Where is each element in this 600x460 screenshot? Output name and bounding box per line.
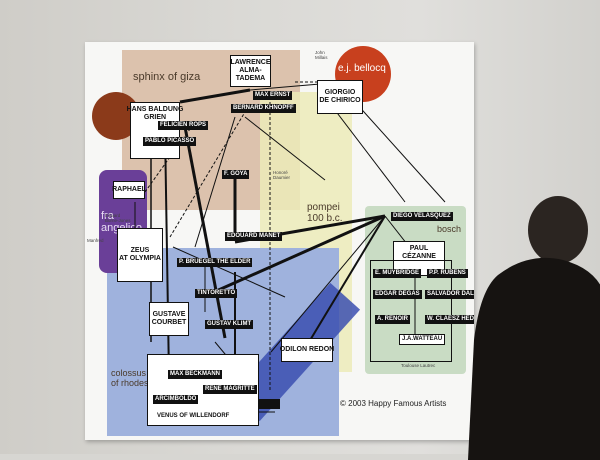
millais-label: John Millais: [315, 50, 328, 60]
colossus-label: colossus of rhodes: [111, 368, 149, 388]
bosch-label: bosch: [437, 224, 462, 234]
tintoretto-tag: TINTORETTO: [195, 289, 238, 298]
magritte-tag: RENE MAGRITTE: [203, 385, 257, 394]
redon-box: ODILON REDON: [280, 338, 334, 362]
pompei-label: pompei 100 b.c.: [307, 202, 343, 224]
renoir-tag: A. RENOIR: [375, 315, 411, 324]
watteau-tag: J.A.WATTEAU: [399, 334, 446, 345]
zeus-box: ZEUS AT OLYMPIA: [117, 228, 163, 282]
visitor-silhouette: [468, 196, 600, 460]
manet-tag: EDOUARD MANET: [225, 232, 283, 241]
arcimboldo-tag: ARCIMBOLDO: [153, 395, 199, 404]
klimt-tag: GUSTAV KLIMT: [205, 320, 254, 329]
rops-tag: FELICIEN ROPS: [158, 121, 209, 130]
lautrec-label: Toulouse Lautrec: [401, 363, 436, 368]
bruegel-tag: P. BRUEGEL THE ELDER: [177, 258, 253, 267]
rubens-tag: P.P. RUBENS: [427, 269, 468, 278]
burne-jones-label: Edward Burne-Jones: [105, 213, 131, 223]
dali-tag: SALVADOR DALI: [425, 290, 474, 299]
beckmann-tag: MAX BECKMANN: [168, 370, 222, 379]
sphinx-label: sphinx of giza: [133, 71, 201, 83]
baldung-box: HANS BALDUNG GRIEN: [127, 102, 183, 159]
willendorf-tag: VENUS OF WILLENDORF: [157, 413, 230, 419]
copyright-text: © 2003 Happy Famous Artists: [340, 399, 447, 408]
max-ernst-tag: MAX ERNST: [253, 91, 293, 100]
manfred-label: Manfred: [87, 238, 104, 243]
heda-tag: W. CLAESZ HEDA: [425, 315, 474, 324]
de-chirico-box: GIORGIO DE CHIRICO: [317, 80, 363, 114]
daumier-label: Honoré Daumier: [273, 170, 291, 180]
raphael-box: RAPHAEL: [112, 181, 146, 199]
muybridge-tag: E. MUYBRIDGE: [373, 269, 422, 278]
alma-tadema-box: LAWRENCE ALMA- TADEMA: [230, 55, 271, 87]
courbet-box: GUSTAVE COURBET: [149, 302, 189, 336]
cezanne-group-box: [370, 260, 452, 362]
poster: sphinx of giza e.j. bellocq fra angelico…: [85, 42, 474, 440]
velasquez-tag: DIEGO VELASQUEZ: [391, 212, 453, 221]
picasso-tag: PABLO PICASSO: [143, 137, 197, 146]
bellocq-label: e.j. bellocq: [338, 63, 386, 74]
degas-tag: EDGAR DEGAS: [373, 290, 422, 299]
khnopff-tag: BERNARD KHNOPFF: [231, 104, 296, 113]
goya-tag: F. GOYA: [222, 170, 250, 179]
